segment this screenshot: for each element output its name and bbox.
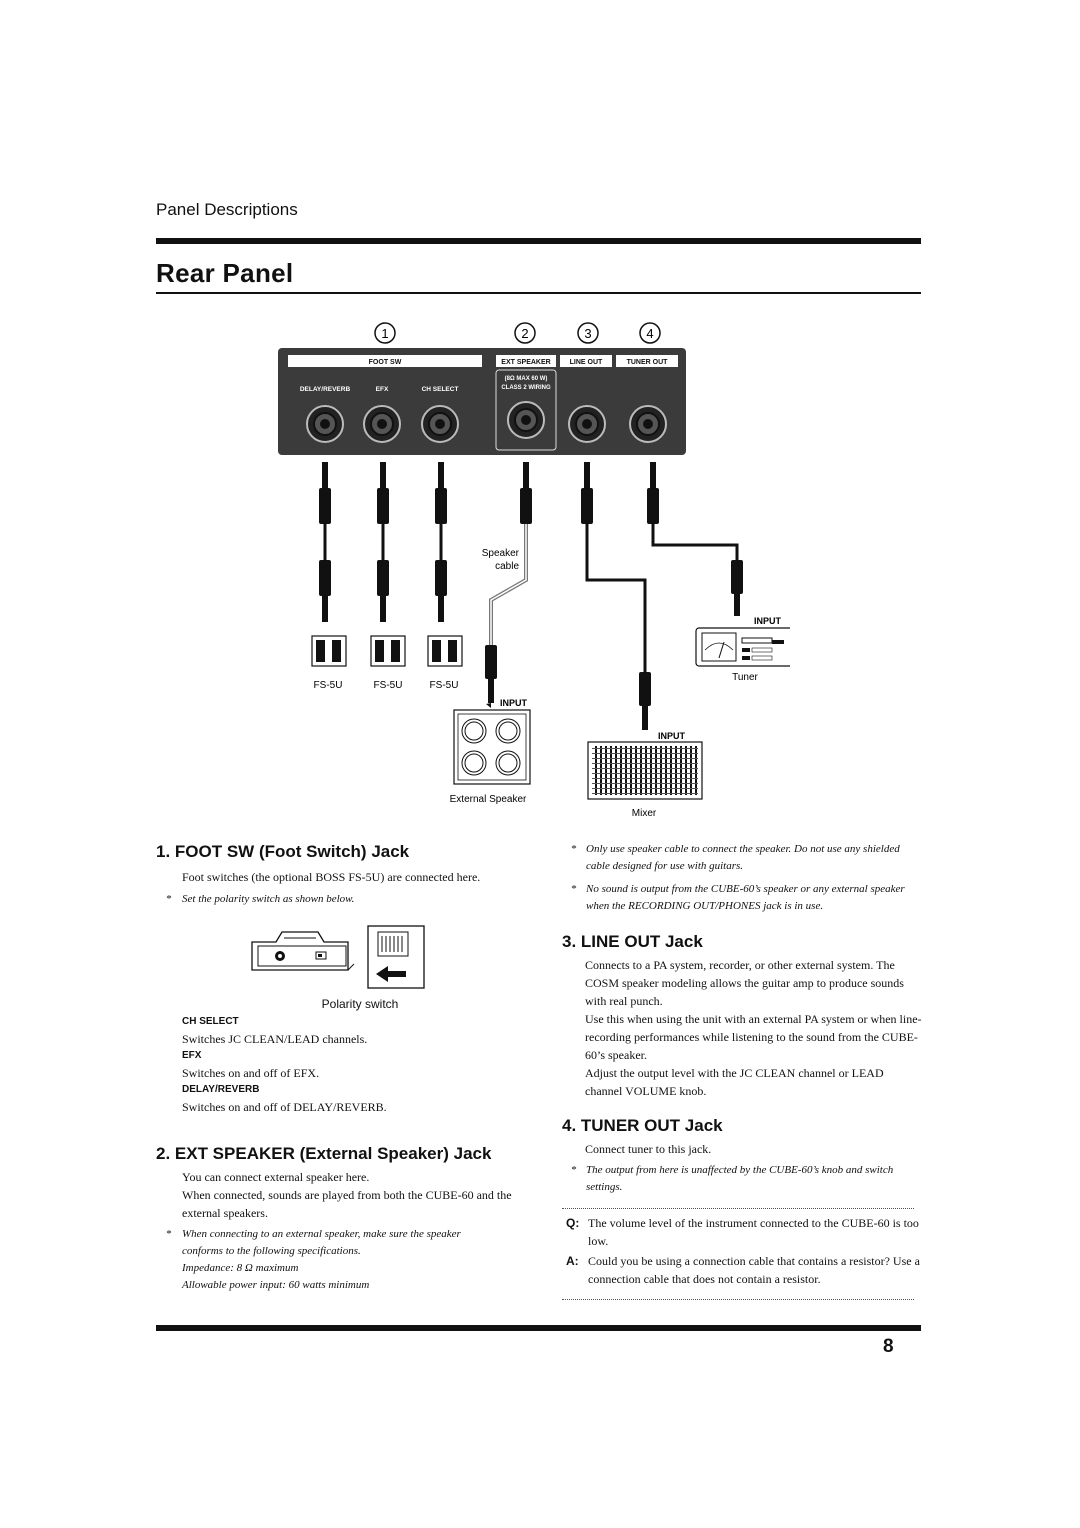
callout-3: 3 — [584, 326, 591, 341]
section3-paragraph-2: Use this when using the unit with an ext… — [585, 1012, 922, 1062]
callout-2: 2 — [521, 326, 528, 341]
external-speaker-cabinet — [453, 709, 531, 785]
delay-reverb-label: DELAY/REVERB — [182, 1084, 260, 1095]
external-speaker-label: External Speaker — [450, 794, 527, 805]
qa-top-divider — [562, 1208, 914, 1209]
callout-markers: 1 2 3 4 — [374, 322, 661, 344]
class-2-wiring: CLASS 2 WIRING — [501, 385, 551, 391]
section2-body-2: When connected, sounds are played from b… — [182, 1188, 512, 1220]
jacks — [306, 401, 667, 443]
efx-label: EFX — [182, 1050, 202, 1061]
right-note-2: * No sound is output from the CUBE-60’s … — [571, 883, 905, 912]
callout-1: 1 — [381, 326, 388, 341]
mixer-label: Mixer — [632, 808, 657, 819]
speaker-cable-label-1: Speaker — [482, 548, 520, 559]
callout-4: 4 — [646, 326, 653, 341]
section1-body: Foot switches (the optional BOSS FS-5U) … — [182, 870, 481, 884]
ch-select-label: CH SELECT — [182, 1016, 239, 1027]
section2-heading: 2. EXT SPEAKER (External Speaker) Jack — [156, 1144, 492, 1163]
section4-body: Connect tuner to this jack. — [585, 1142, 712, 1156]
qa-bottom-divider — [562, 1299, 914, 1300]
line-out-header: LINE OUT — [570, 359, 603, 366]
section4-heading: 4. TUNER OUT Jack — [562, 1116, 723, 1135]
polarity-switch-figure — [251, 925, 425, 989]
footswitch-label-2: FS-5U — [374, 680, 403, 691]
section4-note: * The output from here is unaffected by … — [571, 1164, 894, 1193]
page-number: 8 — [883, 1336, 894, 1357]
right-note-1: * Only use speaker cable to connect the … — [571, 843, 900, 872]
line-out-cable — [581, 462, 651, 730]
qa-answer: A: Could you be using a connection cable… — [566, 1254, 920, 1286]
qa-question: Q: The volume level of the instrument co… — [566, 1216, 919, 1248]
qa-box: Q: The volume level of the instrument co… — [566, 1214, 922, 1288]
mixer-device — [587, 741, 703, 800]
tuner-device — [695, 627, 790, 667]
section1-note: * Set the polarity switch as shown below… — [166, 893, 355, 905]
section1-heading: 1. FOOT SW (Foot Switch) Jack — [156, 842, 410, 861]
tuner-out-cable — [647, 462, 743, 616]
mixer-input-label: INPUT — [658, 731, 686, 741]
section3-paragraph-1: Connects to a PA system, recorder, or ot… — [585, 958, 904, 1008]
delay-reverb-jack-label: DELAY/REVERB — [300, 386, 351, 393]
delay-reverb-text: Switches on and off of DELAY/REVERB. — [182, 1100, 387, 1114]
speaker-cable — [485, 462, 532, 703]
foot-sw-header: FOOT SW — [369, 359, 402, 366]
footer-rule — [156, 1325, 921, 1331]
footswitch-pedals — [311, 635, 463, 667]
footswitch-label-1: FS-5U — [314, 680, 343, 691]
input-labels: INPUT INPUT INPUT — [486, 616, 782, 741]
speaker-input-label: INPUT — [500, 698, 528, 708]
foot-switch-cables — [319, 462, 447, 622]
ext-speaker-header: EXT SPEAKER — [501, 359, 550, 366]
efx-jack-label: EFX — [376, 386, 389, 393]
footswitch-label-3: FS-5U — [430, 680, 459, 691]
speaker-cable-label-2: cable — [495, 561, 519, 572]
section3-paragraph-3: Adjust the output level with the JC CLEA… — [585, 1066, 884, 1098]
section2-note: * When connecting to an external speaker… — [166, 1228, 461, 1291]
ch-select-text: Switches JC CLEAN/LEAD channels. — [182, 1032, 368, 1046]
tuner-input-label: INPUT — [754, 616, 782, 626]
section-header: Panel Descriptions — [156, 200, 298, 219]
polarity-switch-caption: Polarity switch — [321, 997, 399, 1011]
page-title: Rear Panel — [156, 258, 294, 288]
ch-select-jack-label: CH SELECT — [422, 386, 459, 393]
section3-heading: 3. LINE OUT Jack — [562, 932, 703, 951]
rear-panel-diagram: 1 2 3 4 FOOT SW EXT SPEAKER LINE OUT TUN… — [278, 322, 790, 819]
tuner-label: Tuner — [732, 672, 758, 683]
ext-speaker-spec: (8Ω MAX 60 W) — [505, 376, 548, 382]
section2-body-1: You can connect external speaker here. — [182, 1170, 370, 1184]
header-rule — [156, 238, 921, 244]
tuner-out-header: TUNER OUT — [627, 359, 669, 366]
title-rule — [156, 292, 921, 294]
efx-text: Switches on and off of EFX. — [182, 1066, 320, 1080]
